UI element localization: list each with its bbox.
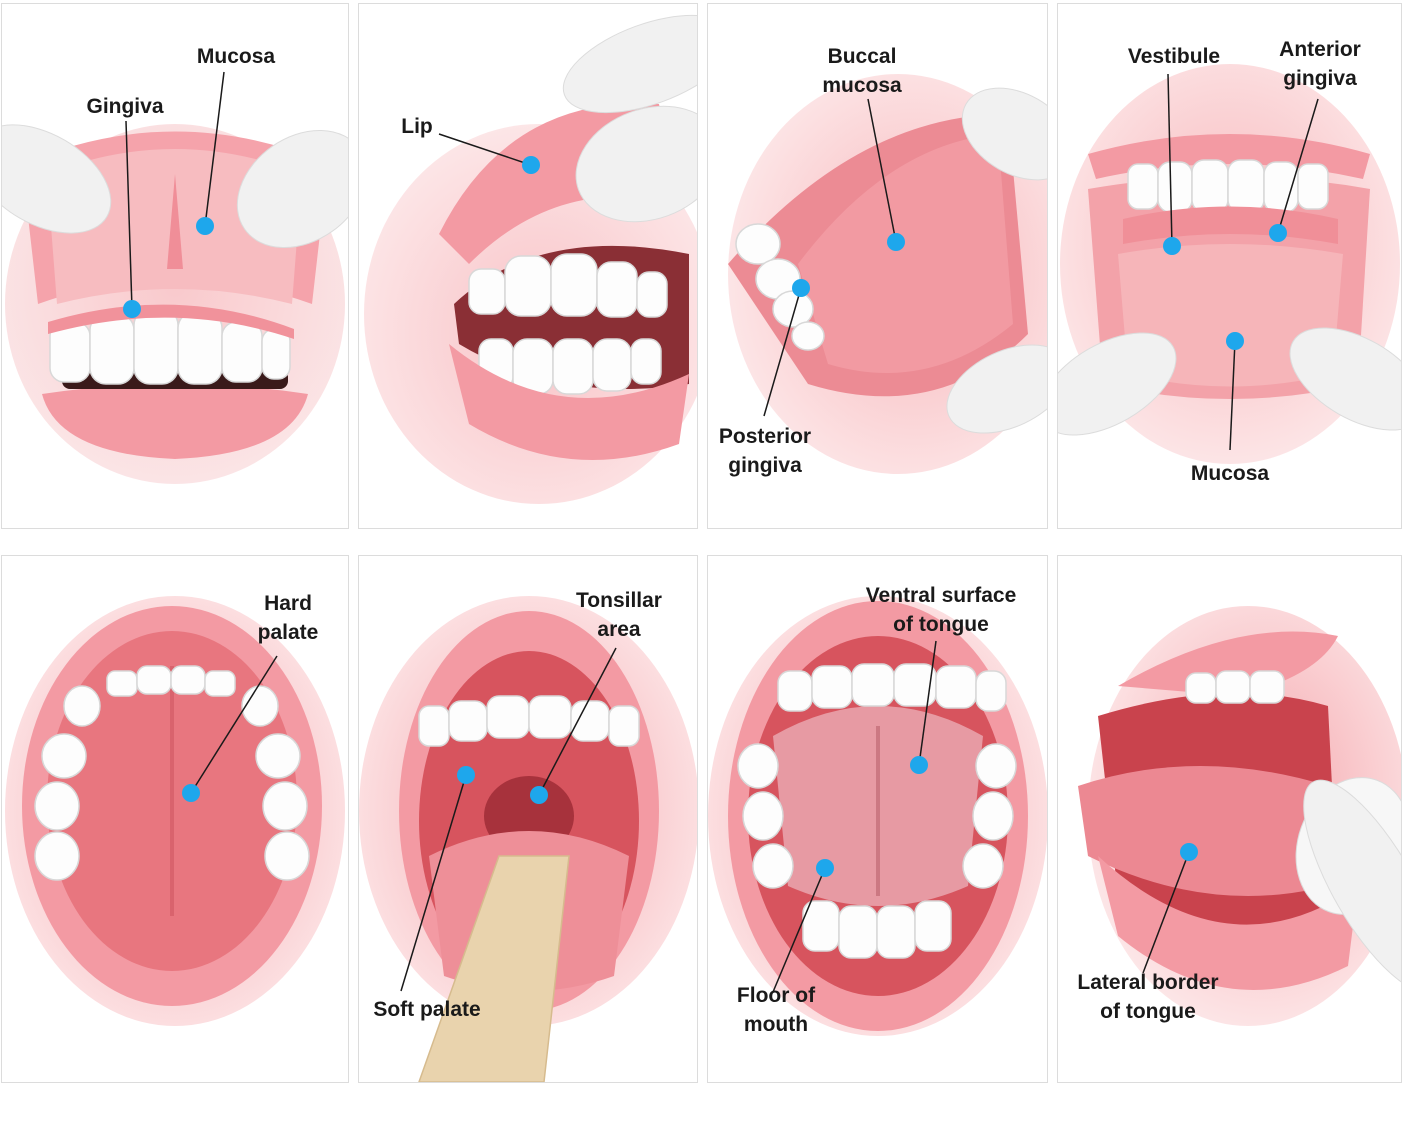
lower-lip <box>42 384 308 459</box>
illustration-soft-palate <box>359 596 697 1082</box>
marker-gingiva <box>123 300 141 318</box>
illustration-lower-lip <box>1058 64 1401 464</box>
frenum <box>167 174 183 269</box>
upper-teeth <box>418 695 640 747</box>
glove-bottom <box>946 344 1047 434</box>
leader-buccal <box>867 98 897 243</box>
buccal-mucosa-surface <box>798 134 1013 373</box>
marker-hard-palate <box>182 784 200 802</box>
leader-soft-palate <box>400 774 467 992</box>
glove-top <box>562 14 697 114</box>
leader-hard-palate <box>190 655 278 794</box>
leader-lip <box>438 133 532 166</box>
label-gingiva: Gingiva <box>86 95 164 118</box>
glove-right <box>236 129 348 249</box>
glove-left <box>1058 332 1177 436</box>
molars <box>735 223 825 351</box>
leader-floor <box>772 867 826 993</box>
upper-arch-teeth <box>34 665 310 881</box>
illustration-lip <box>364 14 697 504</box>
marker-soft-palate <box>457 766 475 784</box>
lower-arch-teeth <box>737 743 1017 959</box>
illustration-lateral-tongue <box>1078 606 1401 1026</box>
leader-posterior <box>763 287 802 417</box>
leader-tonsillar <box>538 647 617 796</box>
illustration-floor-of-mouth <box>708 596 1047 1036</box>
marker-lateral <box>1180 843 1198 861</box>
marker-mucosa <box>196 217 214 235</box>
glove-side <box>575 105 697 223</box>
label-mucosa: Mucosa <box>196 45 276 68</box>
gingiva-band <box>48 304 294 339</box>
leader-anterior <box>1277 98 1319 234</box>
label-soft-palate: Soft palate <box>373 998 481 1021</box>
illustration-buccal <box>728 74 1047 474</box>
leader-gingiva <box>125 120 133 310</box>
label-vestibule: Vestibule <box>1127 45 1221 68</box>
marker-lip <box>522 156 540 174</box>
glove-hand <box>1303 779 1401 993</box>
illustration-hard-palate <box>5 596 345 1026</box>
marker-floor <box>816 859 834 877</box>
tongue <box>1078 766 1343 896</box>
marker-anterior <box>1269 224 1287 242</box>
panel-upper-lip-mucosa: Mucosa Gingiva <box>1 3 349 529</box>
glove-right <box>1289 327 1401 431</box>
marker-ventral <box>910 756 928 774</box>
upper-teeth <box>468 253 668 318</box>
lower-lip <box>1098 856 1358 990</box>
lower-teeth <box>1127 159 1329 213</box>
marker-mucosa <box>1226 332 1244 350</box>
marker-vestibule <box>1163 237 1181 255</box>
marker-posterior <box>792 279 810 297</box>
glove-left <box>2 124 112 234</box>
leader-vestibule <box>1167 73 1173 247</box>
leader-mucosa <box>1229 340 1236 451</box>
lower-teeth <box>478 338 662 395</box>
upper-teeth <box>1185 670 1285 704</box>
leader-mucosa <box>204 71 225 227</box>
glove-top <box>961 87 1047 181</box>
lower-lip <box>449 344 689 460</box>
tongue-depressor <box>418 855 570 1082</box>
marker-tonsillar <box>530 786 548 804</box>
leader-ventral <box>918 640 937 766</box>
panel-lip: Lip <box>358 3 698 529</box>
upper-teeth <box>49 308 291 385</box>
marker-buccal <box>887 233 905 251</box>
illustration-upper-lip <box>2 71 348 484</box>
label-lip: Lip <box>401 115 433 138</box>
upper-teeth <box>777 663 1007 712</box>
label-mucosa-lower: Mucosa <box>1190 462 1270 485</box>
leader-lateral <box>1142 851 1190 974</box>
